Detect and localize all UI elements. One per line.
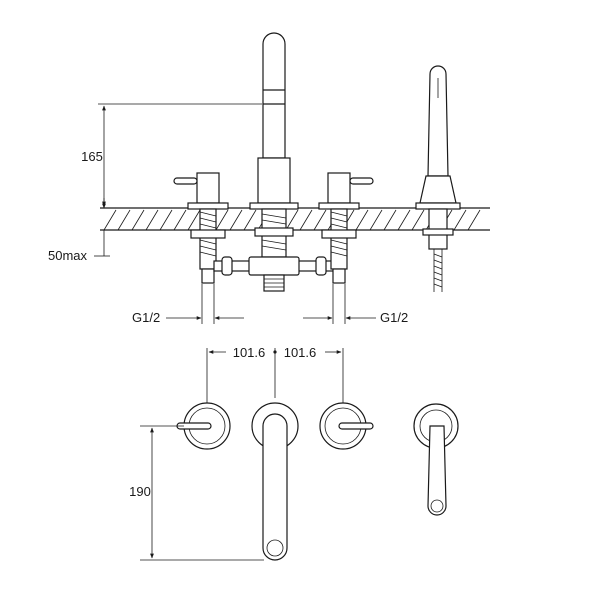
deck-hatch-line: [285, 209, 299, 231]
deck-hatch-line: [299, 209, 313, 231]
plan-view: 101.6 101.6: [129, 345, 459, 561]
right-handle-plan: [319, 402, 374, 450]
deck-hatch-line: [383, 209, 397, 231]
dim-thread-right-label: G1/2: [380, 310, 408, 325]
deck-hatch-line: [187, 209, 201, 231]
dim-thread-left: G1/2: [132, 284, 244, 325]
dim-thread-right: G1/2: [303, 284, 408, 325]
deck-hatch-line: [215, 209, 229, 231]
deck-hatch-line: [313, 209, 327, 231]
deck-hatch-line: [229, 209, 243, 231]
left-valve-threads: [199, 211, 217, 257]
deck-hatch-line: [117, 209, 131, 231]
deck-hatch-line: [173, 209, 187, 231]
center-spout: [213, 32, 335, 292]
spout-plan: [251, 402, 299, 561]
deck-hatch-line: [411, 209, 425, 231]
shower-hose: [433, 249, 443, 292]
deck-hatch-line: [131, 209, 145, 231]
deck-hatch-line: [159, 209, 173, 231]
dim-spout-height-label: 165: [81, 149, 103, 164]
right-valve: [318, 172, 374, 284]
dim-spout-reach: 190: [129, 425, 264, 561]
hand-shower-plan: [413, 403, 459, 516]
deck-hatch-line: [369, 209, 383, 231]
dim-spacing-left-label: 101.6: [233, 345, 266, 360]
deck-hatch-line: [103, 209, 117, 231]
deck-hatch-line: [397, 209, 411, 231]
left-handle-plan: [176, 402, 231, 450]
left-valve: [173, 172, 229, 284]
dim-spout-height: 165: [81, 103, 262, 207]
deck-hatch-line: [355, 209, 369, 231]
deck-hatch-line: [467, 209, 481, 231]
deck-hatch-line: [145, 209, 159, 231]
dim-spacing-right-label: 101.6: [284, 345, 317, 360]
right-valve-threads: [330, 211, 348, 257]
dim-thread-left-label: G1/2: [132, 310, 160, 325]
deck-hatch-line: [453, 209, 467, 231]
deck-hatch-line: [243, 209, 257, 231]
dim-deck-thickness-label: 50max: [48, 248, 88, 263]
dim-deck-thickness: 50max: [48, 198, 110, 263]
side-elevation: 165 50max G1/2 G1/2: [48, 32, 490, 325]
dim-spout-reach-label: 190: [129, 484, 151, 499]
hand-shower: [415, 65, 461, 292]
dim-spacing: 101.6 101.6: [206, 345, 344, 404]
